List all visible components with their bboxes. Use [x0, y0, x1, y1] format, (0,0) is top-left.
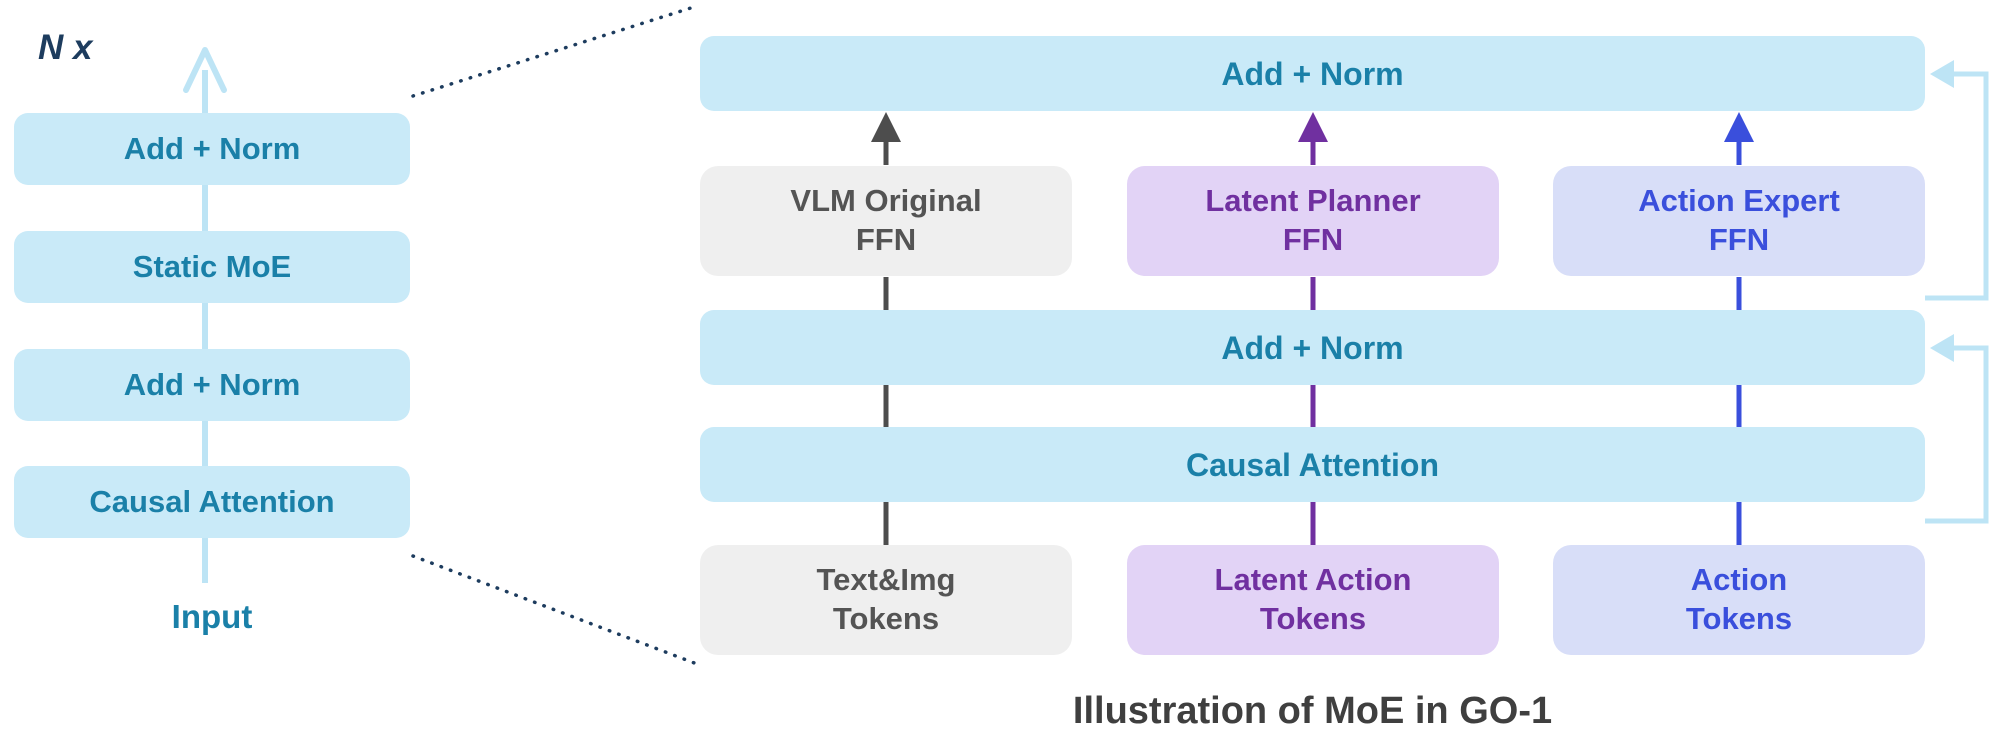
- action-ffn-to-addnorm-arrowhead: [1724, 112, 1754, 142]
- expansion-dotted-line-top: [411, 4, 699, 98]
- residual-skip-attention-arrowhead: [1930, 334, 1954, 362]
- top-add-norm-bar: Add + Norm: [700, 36, 1925, 111]
- action-tokens-box: Action Tokens: [1553, 545, 1925, 655]
- latent-ffn-to-addnorm-arrowhead: [1298, 112, 1328, 142]
- expansion-dotted-line-bottom: [411, 554, 699, 666]
- vlm-ffn-to-addnorm-arrowhead: [871, 112, 901, 142]
- left-block-static-moe: Static MoE: [14, 231, 410, 303]
- left-block-causal-attention: Causal Attention: [14, 466, 410, 538]
- latent-planner-ffn-box: Latent Planner FFN: [1127, 166, 1499, 276]
- latent-action-tokens-box: Latent Action Tokens: [1127, 545, 1499, 655]
- figure-caption: Illustration of MoE in GO-1: [1072, 690, 1553, 732]
- mid-add-norm-bar: Add + Norm: [700, 310, 1925, 385]
- causal-attention-bar: Causal Attention: [700, 427, 1925, 502]
- residual-skip-ffn-arrowhead: [1930, 60, 1954, 88]
- left-stack-up-arrowhead: [183, 47, 227, 93]
- text-img-tokens-box: Text&Img Tokens: [700, 545, 1072, 655]
- residual-skip-ffn-path: [1925, 71, 1989, 301]
- input-label: Input: [171, 598, 253, 635]
- action-expert-ffn-box: Action Expert FFN: [1553, 166, 1925, 276]
- left-block-add-norm-1: Add + Norm: [14, 113, 410, 185]
- left-block-add-norm-2: Add + Norm: [14, 349, 410, 421]
- repeat-count-label: N x: [38, 28, 93, 67]
- residual-skip-attention-path: [1925, 345, 1989, 524]
- vlm-original-ffn-box: VLM Original FFN: [700, 166, 1072, 276]
